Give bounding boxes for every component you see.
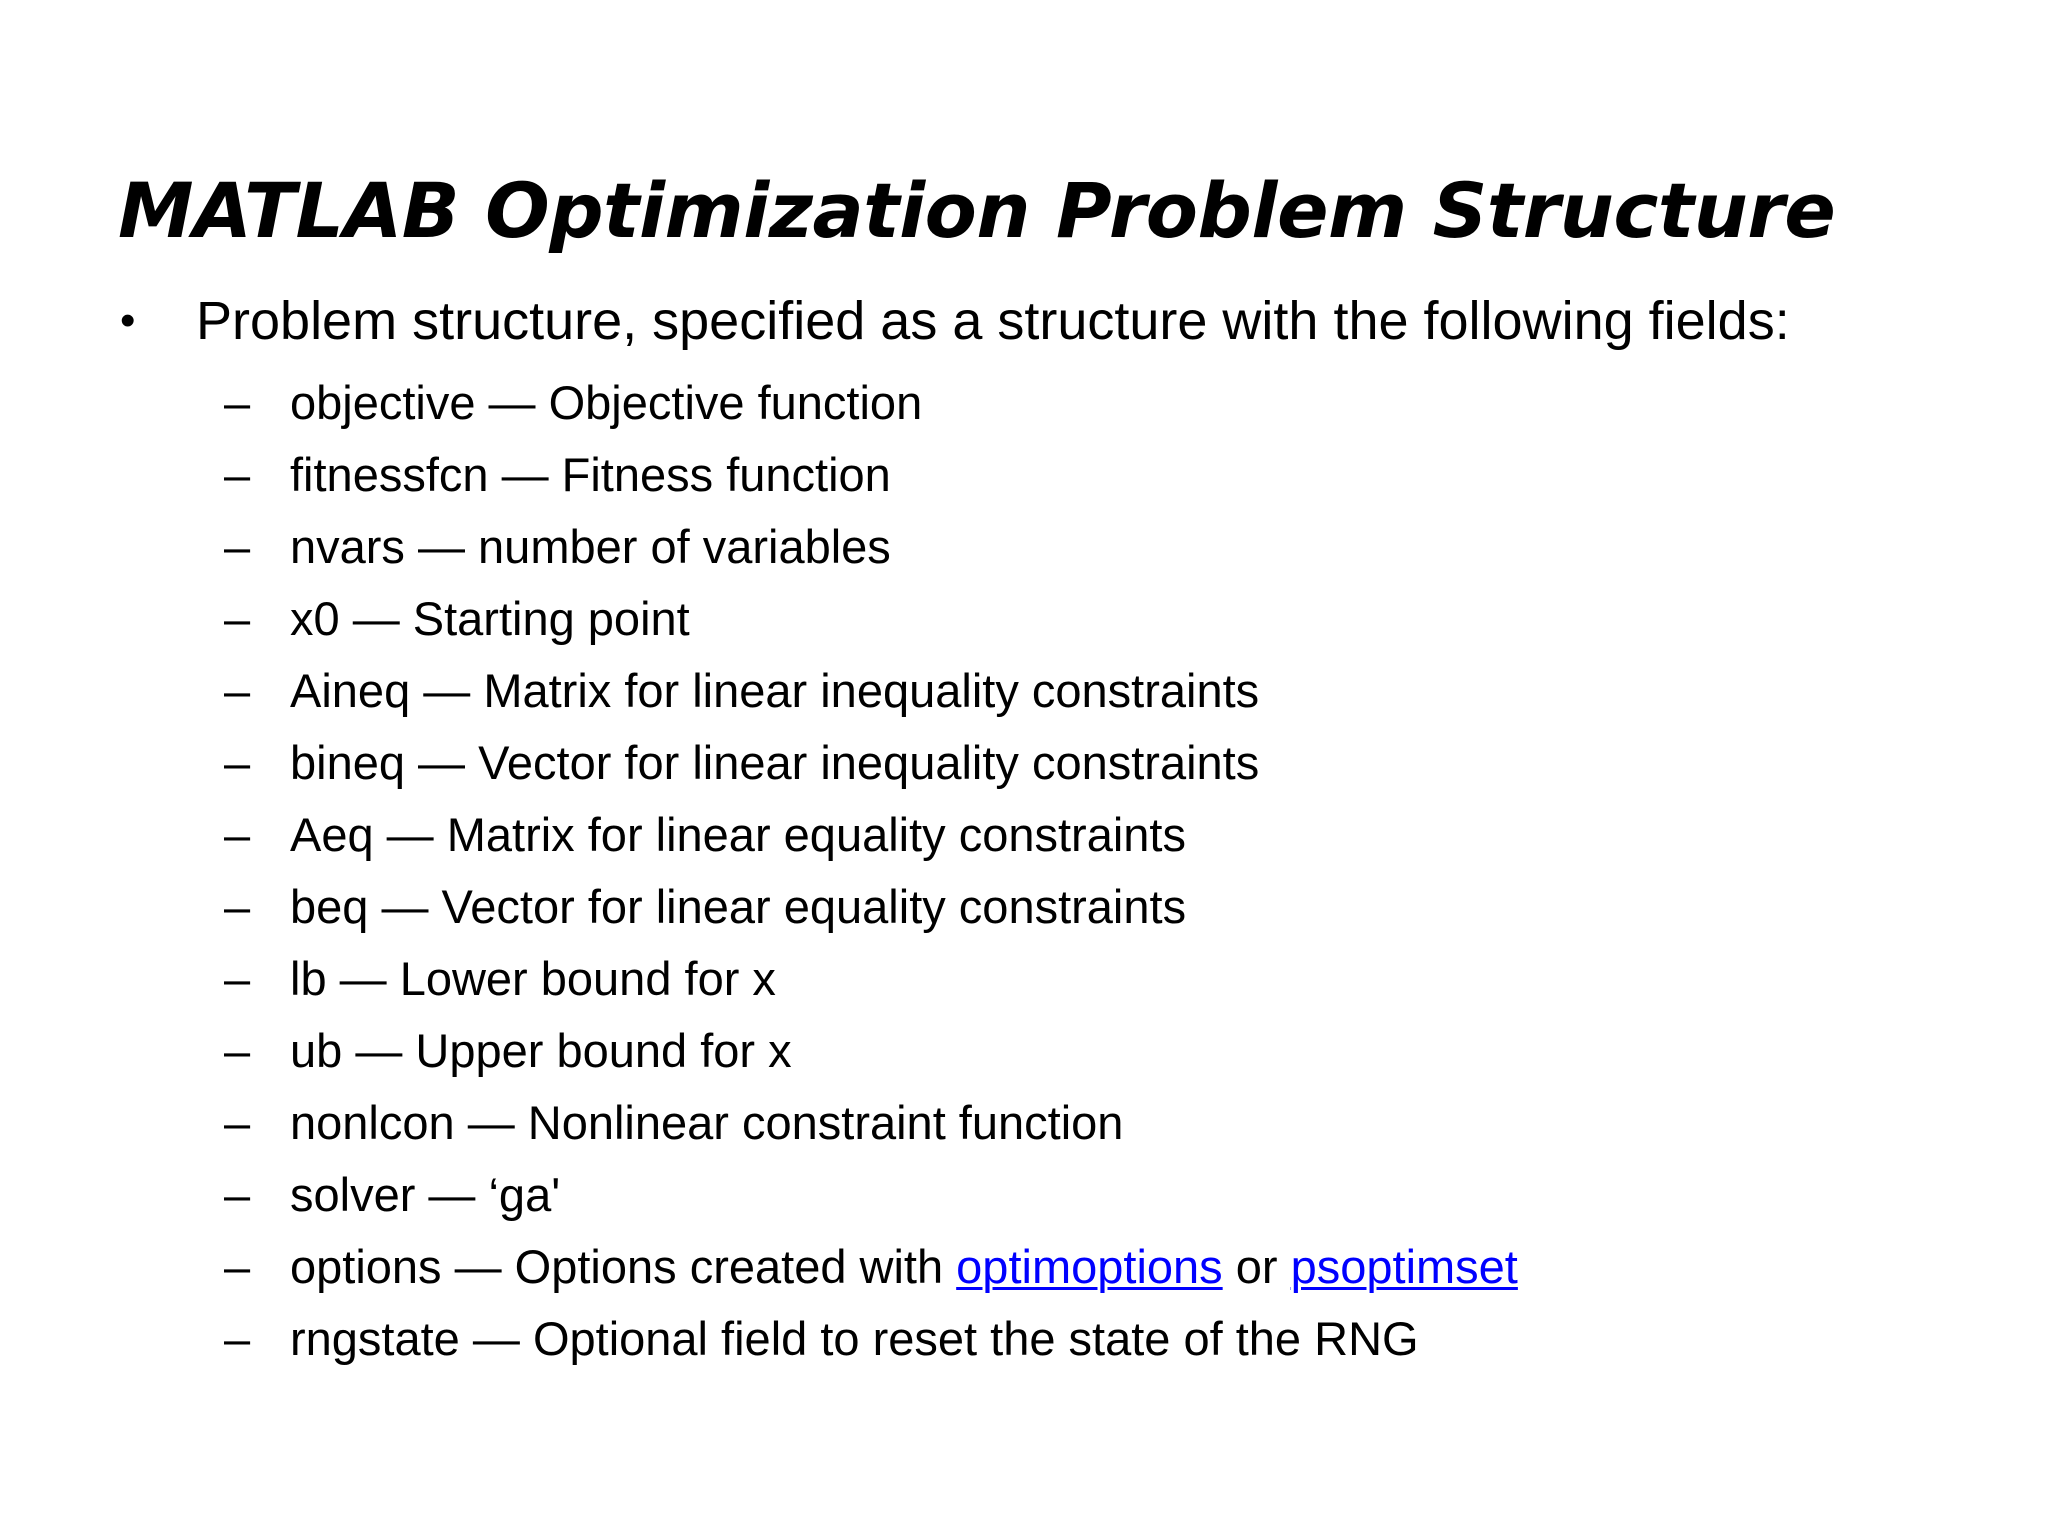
list-item: –solver — ‘ga' [0,1159,2048,1231]
dash-bullet-icon: – [224,591,251,645]
hyperlink-psoptimset[interactable]: psoptimset [1290,1239,1518,1293]
list-item: –fitnessfcn — Fitness function [0,439,2048,511]
dash-bullet-icon: – [224,1311,251,1365]
list-item-label: x0 — Starting point [290,591,690,645]
list-item-label: objective — Objective function [290,375,923,429]
list-item: –ub — Upper bound for x [0,1015,2048,1087]
page-title: MATLAB Optimization Problem Structure [118,165,1836,255]
list-item-label: nonlcon — Nonlinear constraint function [290,1095,1124,1149]
list-item: –rngstate — Optional field to reset the … [0,1303,2048,1375]
list-item-label: options — Options created with optimopti… [290,1240,1518,1293]
list-item: –lb — Lower bound for x [0,943,2048,1015]
list-item: –options — Options created with optimopt… [0,1231,2048,1303]
dash-bullet-icon: – [224,735,251,789]
dash-bullet-icon: – [224,519,251,573]
bullet-level1-text: Problem structure, specified as a struct… [196,291,1790,351]
list-item: –Aeq — Matrix for linear equality constr… [0,799,2048,871]
list-item: –objective — Objective function [0,367,2048,439]
dash-bullet-icon: – [224,663,251,717]
list-item: –nonlcon — Nonlinear constraint function [0,1087,2048,1159]
dash-bullet-icon: – [224,951,251,1005]
list-item-text-segment: options — Options created with [290,1239,957,1293]
list-item: –x0 — Starting point [0,583,2048,655]
content-body: • Problem structure, specified as a stru… [0,290,2048,1375]
dash-bullet-icon: – [224,1095,251,1149]
dash-bullet-icon: – [224,1023,251,1077]
list-item-label: ub — Upper bound for x [290,1023,792,1077]
dash-bullet-icon: – [224,879,251,933]
list-item-label: Aineq — Matrix for linear inequality con… [290,663,1260,717]
list-item-label: solver — ‘ga' [290,1167,561,1221]
list-item-label: lb — Lower bound for x [290,951,776,1005]
dash-bullet-icon: – [224,807,251,861]
dash-bullet-icon: – [224,375,251,429]
list-item-label: rngstate — Optional field to reset the s… [290,1311,1419,1365]
dash-bullet-icon: – [224,1167,251,1221]
bullet-dot-icon: • [120,296,136,345]
list-item-label: nvars — number of variables [290,519,891,573]
list-item: –bineq — Vector for linear inequality co… [0,727,2048,799]
dash-bullet-icon: – [224,1239,251,1293]
dash-bullet-icon: – [224,447,251,501]
list-item: –nvars — number of variables [0,511,2048,583]
bullet-level1-lead: • Problem structure, specified as a stru… [0,290,2048,353]
list-item-label: beq — Vector for linear equality constra… [290,879,1187,933]
list-item-label: bineq — Vector for linear inequality con… [290,735,1260,789]
list-item-label: fitnessfcn — Fitness function [290,447,891,501]
list-item: –Aineq — Matrix for linear inequality co… [0,655,2048,727]
field-list: –objective — Objective function–fitnessf… [0,367,2048,1375]
list-item-label: Aeq — Matrix for linear equality constra… [290,807,1186,861]
hyperlink-optimoptions[interactable]: optimoptions [956,1239,1223,1293]
list-item-text-segment: or [1222,1239,1291,1293]
list-item: –beq — Vector for linear equality constr… [0,871,2048,943]
